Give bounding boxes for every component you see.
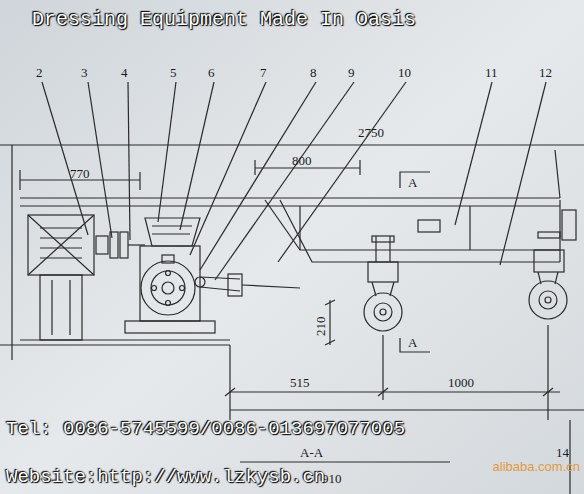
callout-number: 6	[208, 66, 215, 79]
section-mark: A	[408, 176, 417, 189]
callout-number: 9	[348, 66, 355, 79]
watermark-website: Website:http://www.lzkysb.cn	[6, 468, 325, 487]
dimension: 515	[290, 376, 310, 389]
dimension: 14	[556, 446, 569, 459]
section-mark: A-A	[300, 446, 323, 459]
callout-number: 4	[121, 66, 128, 79]
callout-number: 7	[260, 66, 267, 79]
watermark-title: Dressing Equipment Made In Oasis	[32, 10, 416, 30]
watermark-site: alibaba.com.cn	[493, 460, 580, 473]
callout-number: 10	[398, 66, 411, 79]
dimension: 2750	[358, 126, 384, 139]
callout-number: 3	[81, 66, 88, 79]
dimension: 210	[314, 317, 327, 337]
watermark-phone: Tel: 0086-5745599/0086-013697077005	[6, 420, 405, 439]
callout-number: 5	[170, 66, 177, 79]
section-mark: A	[408, 336, 417, 349]
dimension: 800	[292, 154, 312, 167]
callout-number: 2	[36, 66, 43, 79]
callout-number: 11	[485, 66, 498, 79]
dimension: 770	[70, 167, 90, 180]
callout-number: 12	[539, 66, 552, 79]
dimension: 1000	[448, 376, 474, 389]
callout-number: 8	[310, 66, 317, 79]
